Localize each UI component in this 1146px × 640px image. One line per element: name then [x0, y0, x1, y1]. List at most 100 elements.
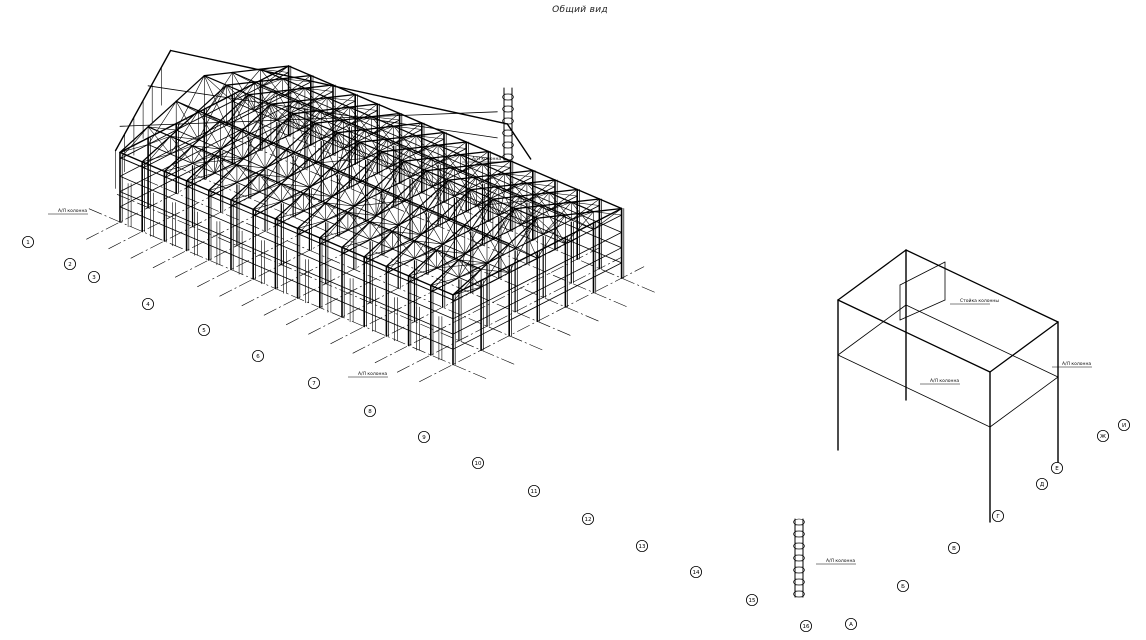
purlin-truss-top [331, 167, 355, 178]
truss-diagonal [542, 201, 572, 235]
purlin-truss-bottom [453, 195, 478, 207]
axis-bubble-circle [417, 430, 430, 443]
truss-diagonal [458, 234, 488, 278]
ladder-cage [502, 105, 514, 113]
truss-diagonal [387, 135, 417, 169]
truss-diagonal [198, 84, 227, 140]
truss-top-chord [548, 188, 578, 194]
purlin-truss-bottom [342, 148, 367, 159]
truss-diagonal [314, 119, 344, 164]
purlin-truss-diagonal [420, 205, 443, 245]
truss-diagonal [331, 141, 361, 197]
axis-bubble-label: 10 [475, 461, 482, 467]
purlin-truss-diagonal [464, 224, 488, 264]
purlin-truss-diagonal [369, 221, 393, 250]
purlin-truss-top [203, 75, 228, 86]
purlin-truss-diagonal [393, 125, 417, 154]
truss-diagonal [548, 192, 578, 197]
truss-diagonal [442, 189, 472, 245]
axis-bubble-n10: 10 [471, 456, 484, 469]
purlin-truss-diagonal [326, 97, 350, 126]
truss-diagonal [470, 189, 500, 216]
purlin-truss-diagonal [281, 183, 304, 212]
purlin-truss-bottom [387, 167, 411, 178]
truss-top-chord [504, 169, 534, 175]
truss-diagonal [242, 103, 272, 159]
purlin-truss-top [498, 185, 522, 197]
purlin-truss-top [570, 201, 595, 213]
truss-diagonal [508, 217, 538, 273]
truss-diagonal [353, 151, 383, 207]
purlin-truss-diagonal [498, 186, 522, 226]
truss-diagonal [232, 68, 261, 102]
truss-diagonal [365, 125, 395, 159]
ladder-cage [502, 129, 514, 137]
purlin-truss-top [437, 144, 461, 156]
truss-diagonal [437, 144, 467, 149]
purlin-truss-diagonal [347, 212, 371, 240]
truss-diagonal [258, 174, 288, 178]
truss-diagonal [520, 192, 550, 226]
axis-bubble-n9: 9 [417, 430, 430, 443]
axis-bubble-n11: 11 [528, 484, 541, 497]
axis-bubble-n8: 8 [363, 404, 376, 417]
front-girt [119, 175, 454, 320]
ladder-cage [793, 518, 805, 526]
purlin-truss-diagonal [258, 174, 282, 202]
purlin-truss-top [325, 202, 349, 213]
truss-diagonal [286, 122, 316, 178]
truss-diagonal [282, 78, 312, 83]
axis-bubble-n13: 13 [636, 540, 649, 553]
axis-bubble-label: Г [996, 514, 1000, 520]
truss-diagonal [403, 157, 433, 202]
purlin-truss-top [236, 164, 260, 175]
truss-diagonal [430, 259, 460, 293]
purlin-truss-top [292, 113, 316, 124]
truss-diagonal [230, 191, 260, 201]
purlin-truss-diagonal [504, 173, 528, 202]
truss-diagonal [337, 129, 366, 173]
purlin-truss-bottom [459, 171, 483, 183]
truss-diagonal [381, 151, 411, 178]
callout-c7: А/Л колонна [816, 558, 856, 565]
purlin-truss-diagonal [226, 84, 249, 135]
callout-c6: А/Л колонна [1052, 361, 1092, 368]
purlin-truss-top [504, 173, 528, 184]
purlin-truss-diagonal [431, 157, 455, 197]
truss-diagonal [326, 97, 356, 102]
truss-diagonal [192, 120, 221, 164]
truss-diagonal [492, 195, 522, 240]
truss-top-chord [147, 100, 177, 128]
truss-diagonal [303, 193, 332, 197]
purlin-truss-bottom [464, 253, 488, 264]
axis-bubble-circle [897, 580, 910, 593]
purlin-truss-top [258, 173, 282, 185]
purlin-truss-diagonal [282, 78, 306, 107]
truss-top-chord [520, 192, 550, 197]
truss-bottom-chord [452, 286, 482, 302]
truss-top-chord [430, 259, 460, 287]
grid-axis-line-15 [396, 256, 623, 373]
front-girt [119, 151, 454, 296]
truss-bottom-chord [359, 167, 389, 183]
purlin-truss-top [409, 147, 433, 159]
purlin-truss-diagonal [448, 179, 471, 230]
purlin-truss-bottom [270, 143, 294, 155]
truss-diagonal [371, 116, 400, 121]
truss-diagonal [476, 173, 506, 207]
axis-bubble-label: Д [1040, 482, 1045, 488]
axis-bubble-label: 15 [749, 598, 756, 604]
purlin-truss-bottom [415, 152, 439, 164]
purlin-truss-bottom [514, 248, 538, 259]
truss-bottom-chord [593, 214, 623, 230]
truss-diagonal [363, 231, 393, 264]
purlin-truss-top [276, 90, 300, 102]
roof-brace [375, 191, 383, 216]
truss-diagonal [480, 243, 510, 288]
purlin-truss-diagonal [514, 208, 538, 259]
purlin-truss-top [442, 214, 466, 226]
purlin-truss-top [348, 106, 373, 118]
purlin-truss-diagonal [204, 75, 227, 126]
purlin-truss-diagonal [415, 135, 439, 164]
